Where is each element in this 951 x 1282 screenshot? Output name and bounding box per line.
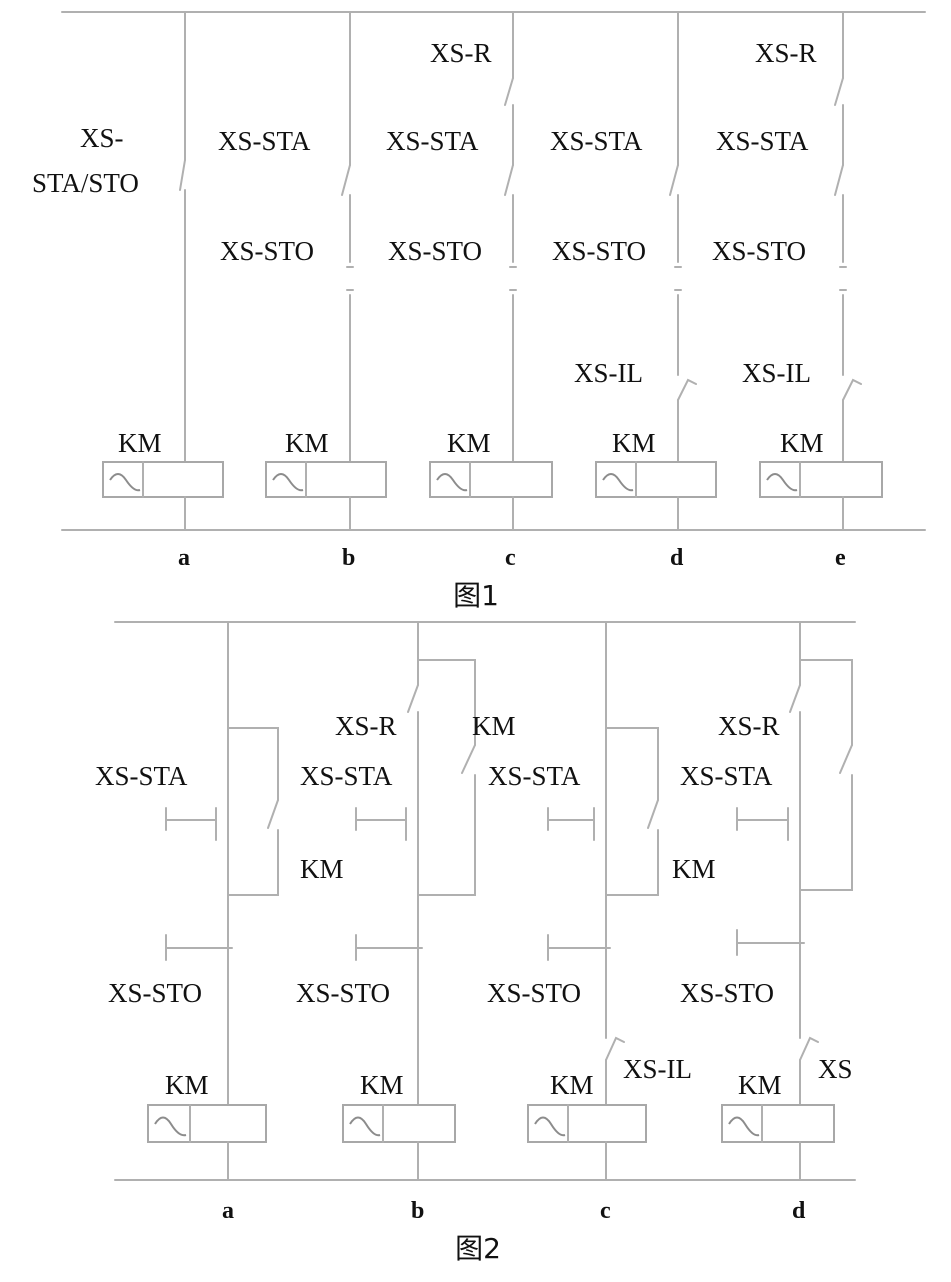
contact-blade bbox=[341, 164, 351, 196]
fig2-rung-c: XS-STA KM XS-STO XS-IL KM c bbox=[487, 621, 716, 1224]
contact-blade bbox=[179, 159, 186, 191]
coil-label: KM bbox=[738, 1070, 782, 1100]
stop-pushbutton bbox=[736, 919, 805, 966]
coil bbox=[342, 1104, 456, 1143]
start-label: XS-STA bbox=[550, 126, 643, 156]
coil bbox=[527, 1104, 647, 1143]
stop-label: XS-STO bbox=[388, 236, 482, 266]
start-pushbutton bbox=[736, 799, 801, 841]
coil-label: KM bbox=[118, 428, 162, 458]
fig2-rung-a: XS-STA KM XS-STO KM a bbox=[95, 621, 344, 1224]
stop-pushbutton bbox=[355, 924, 423, 976]
start-label: XS-STA bbox=[716, 126, 809, 156]
reset-contact-blade bbox=[789, 684, 801, 713]
figure-1-caption: 图1 bbox=[453, 579, 499, 612]
reset-label: XS-R bbox=[335, 711, 397, 741]
figure-1: XS- STA/STO KM a XS-STA XS-STO KM b bbox=[32, 11, 926, 612]
fig2-rung-d: XS-R XS-STA XS-STO XS KM d bbox=[680, 621, 853, 1224]
coil-label: KM bbox=[285, 428, 329, 458]
switch-label-line1: XS- bbox=[80, 123, 124, 153]
coil-label: KM bbox=[165, 1070, 209, 1100]
column-label: c bbox=[505, 545, 516, 571]
switch-label-line2: STA/STO bbox=[32, 168, 139, 198]
column-label: b bbox=[411, 1198, 424, 1224]
start-label: XS-STA bbox=[488, 761, 581, 791]
holding-contact bbox=[417, 659, 476, 896]
interlock-contact bbox=[677, 378, 697, 401]
coil-label: KM bbox=[780, 428, 824, 458]
stop-label: XS-STO bbox=[296, 978, 390, 1008]
reset-contact-blade bbox=[407, 684, 419, 713]
coil bbox=[429, 461, 553, 498]
column-label: e bbox=[835, 545, 846, 571]
start-label: XS-STA bbox=[218, 126, 311, 156]
stop-label: XS-STO bbox=[680, 978, 774, 1008]
holding-label: KM bbox=[472, 711, 516, 741]
column-label: b bbox=[342, 545, 355, 571]
reset-contact-blade bbox=[504, 77, 514, 106]
start-pushbutton bbox=[165, 799, 229, 841]
contact-blade bbox=[834, 164, 844, 196]
stop-label: XS-STO bbox=[712, 236, 806, 266]
interlock-label: XS-IL bbox=[623, 1054, 692, 1084]
column-label: a bbox=[178, 545, 190, 571]
contact-blade bbox=[504, 164, 514, 196]
start-pushbutton bbox=[547, 799, 607, 841]
holding-label: KM bbox=[300, 854, 344, 884]
fig1-rung-b: XS-STA XS-STO KM b bbox=[218, 11, 387, 571]
coil bbox=[759, 461, 883, 498]
coil bbox=[102, 461, 224, 498]
column-label: d bbox=[792, 1198, 806, 1224]
coil-label: KM bbox=[550, 1070, 594, 1100]
holding-contact bbox=[799, 659, 853, 891]
start-label: XS-STA bbox=[386, 126, 479, 156]
interlock-label: XS-IL bbox=[574, 358, 643, 388]
stop-label: XS-STO bbox=[487, 978, 581, 1008]
interlock-contact bbox=[605, 1036, 625, 1061]
reset-label: XS-R bbox=[430, 38, 492, 68]
interlock-contact bbox=[799, 1036, 819, 1061]
holding-contact bbox=[227, 727, 279, 896]
fig1-rung-d: XS-STA XS-STO XS-IL KM d bbox=[550, 11, 717, 571]
coil bbox=[721, 1104, 835, 1143]
coil bbox=[265, 461, 387, 498]
holding-contact bbox=[605, 727, 659, 896]
stop-pushbutton bbox=[165, 924, 233, 976]
coil-label: KM bbox=[612, 428, 656, 458]
reset-contact-blade bbox=[834, 77, 844, 106]
interlock-label: XS-IL bbox=[742, 358, 811, 388]
coil-label: KM bbox=[360, 1070, 404, 1100]
column-label: c bbox=[600, 1198, 611, 1224]
holding-label: KM bbox=[672, 854, 716, 884]
coil bbox=[595, 461, 717, 498]
fig1-rung-a: XS- STA/STO KM a bbox=[32, 11, 224, 571]
start-label: XS-STA bbox=[95, 761, 188, 791]
fig2-rung-b: XS-R KM XS-STA XS-STO KM b bbox=[296, 621, 516, 1224]
stop-label: XS-STO bbox=[108, 978, 202, 1008]
stop-label: XS-STO bbox=[220, 236, 314, 266]
figure-2-caption: 图2 bbox=[455, 1232, 501, 1265]
stop-label: XS-STO bbox=[552, 236, 646, 266]
figure-2: XS-STA KM XS-STO KM a bbox=[95, 621, 856, 1265]
start-pushbutton bbox=[355, 799, 419, 841]
reset-label: XS-R bbox=[718, 711, 780, 741]
contact-blade bbox=[669, 164, 679, 196]
interlock-contact bbox=[842, 378, 862, 401]
column-label: a bbox=[222, 1198, 234, 1224]
stop-pushbutton bbox=[547, 924, 611, 976]
fig1-rung-c: XS-R XS-STA XS-STO KM c bbox=[386, 11, 553, 571]
interlock-label: XS bbox=[818, 1054, 853, 1084]
fig1-rung-e: XS-R XS-STA XS-STO XS-IL KM e bbox=[712, 11, 883, 571]
start-label: XS-STA bbox=[680, 761, 773, 791]
start-label: XS-STA bbox=[300, 761, 393, 791]
coil bbox=[147, 1104, 267, 1143]
coil-label: KM bbox=[447, 428, 491, 458]
reset-label: XS-R bbox=[755, 38, 817, 68]
column-label: d bbox=[670, 545, 684, 571]
